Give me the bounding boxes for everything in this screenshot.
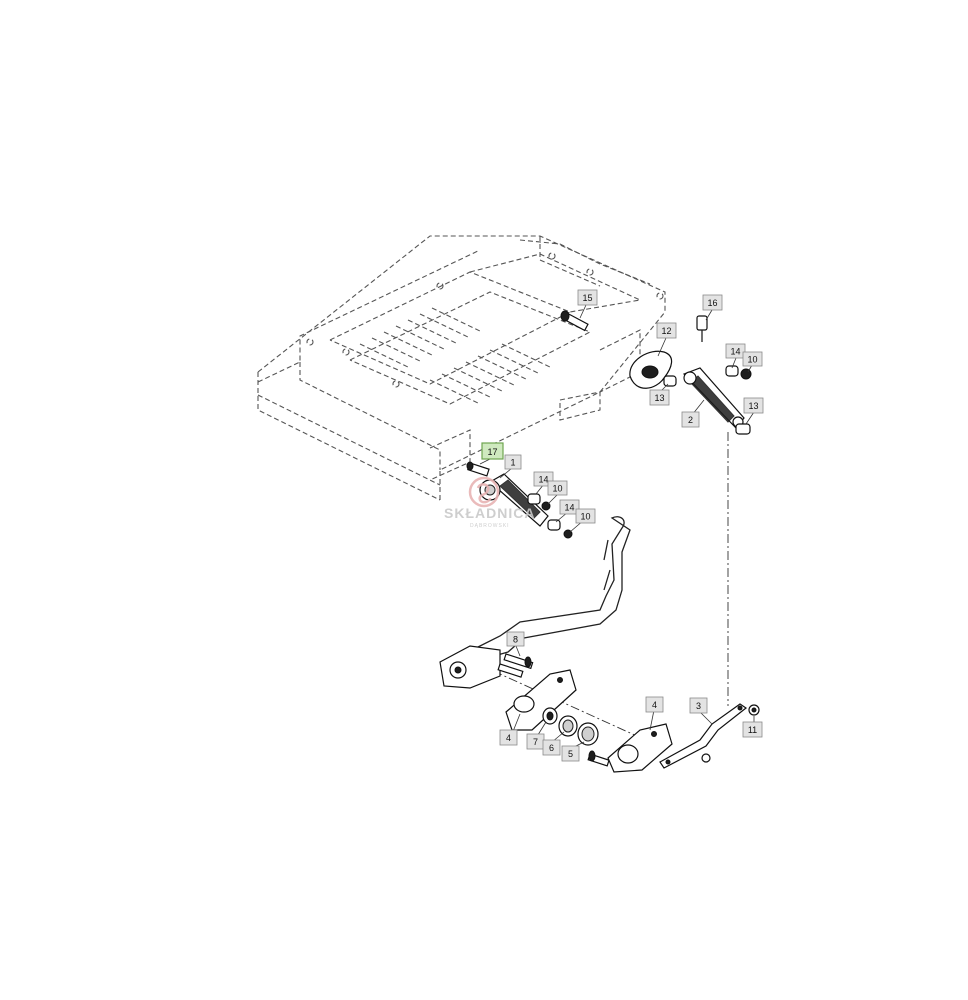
svg-text:4: 4 <box>652 700 657 710</box>
arm-2 <box>682 367 745 429</box>
callout-13a: 13 <box>649 389 670 406</box>
nut-11 <box>748 704 760 716</box>
bolt-16 <box>696 315 708 342</box>
svg-text:12: 12 <box>661 326 671 336</box>
cam-plate-12 <box>629 350 673 389</box>
svg-text:14: 14 <box>730 347 740 357</box>
bearing-5 <box>577 722 599 746</box>
lower-lever-assembly <box>439 516 760 773</box>
svg-text:10: 10 <box>552 484 562 494</box>
bushing-14b <box>527 493 541 505</box>
callout-7: 7 <box>526 733 545 750</box>
watermark-sub: DĄBROWSKI <box>470 523 510 529</box>
bolt-8 <box>497 653 534 678</box>
callout-11: 11 <box>742 721 763 738</box>
svg-text:7: 7 <box>533 737 538 747</box>
bolt-15 <box>560 310 589 332</box>
callout-17-highlighted: 17 <box>481 442 504 460</box>
callout-4b: 4 <box>645 696 664 713</box>
callout-14c: 14 <box>559 499 580 515</box>
nut-10a <box>740 368 752 380</box>
pivot-centerline <box>477 663 651 743</box>
svg-text:8: 8 <box>513 635 518 645</box>
svg-text:6: 6 <box>549 743 554 753</box>
svg-text:2: 2 <box>688 415 693 425</box>
arm-1 <box>479 473 549 527</box>
callout-10c: 10 <box>575 508 596 524</box>
bolt-17 <box>466 461 490 477</box>
bushing-14a <box>725 365 739 377</box>
svg-text:1: 1 <box>510 458 515 468</box>
callout-15: 15 <box>577 289 598 306</box>
svg-text:13: 13 <box>748 401 758 411</box>
bolt-lower <box>587 750 610 767</box>
bearing-6 <box>558 715 578 737</box>
callout-2: 2 <box>681 411 700 428</box>
link-3 <box>659 703 748 769</box>
svg-text:15: 15 <box>582 293 592 303</box>
callout-10a: 10 <box>742 351 763 367</box>
plate-4-right <box>607 723 673 773</box>
watermark: SKŁADNICA DĄBROWSKI <box>444 476 535 529</box>
svg-text:14: 14 <box>564 503 574 513</box>
callout-1: 1 <box>504 454 522 470</box>
callout-8: 8 <box>506 631 525 647</box>
bushing-13b <box>735 423 751 435</box>
svg-text:16: 16 <box>707 298 717 308</box>
svg-text:3: 3 <box>696 701 701 711</box>
callout-12: 12 <box>656 322 677 339</box>
svg-text:10: 10 <box>580 512 590 522</box>
callouts: 15 12 16 14 10 13 2 13 17 1 14 10 14 10 … <box>481 289 764 762</box>
svg-text:13: 13 <box>654 393 664 403</box>
svg-text:17: 17 <box>487 447 497 457</box>
watermark-s-mark <box>476 483 492 504</box>
svg-text:11: 11 <box>748 725 757 735</box>
callout-3: 3 <box>689 697 708 714</box>
chassis-frame-outline <box>257 235 666 501</box>
callout-13b: 13 <box>743 397 764 414</box>
bushing-14c <box>547 519 561 531</box>
callout-4a: 4 <box>499 729 518 746</box>
watermark-logo-icon <box>468 476 500 508</box>
watermark-brand: SKŁADNICA <box>444 505 535 521</box>
callout-10b: 10 <box>547 480 568 496</box>
upper-right-assembly <box>560 310 752 435</box>
svg-text:10: 10 <box>747 355 757 365</box>
svg-text:4: 4 <box>506 733 511 743</box>
svg-text:14: 14 <box>538 475 548 485</box>
bushing-13a <box>663 375 677 387</box>
callout-14a: 14 <box>725 343 746 359</box>
left-middle-assembly <box>466 461 573 539</box>
callout-16: 16 <box>702 294 723 311</box>
callout-5: 5 <box>561 745 580 762</box>
svg-text:5: 5 <box>568 749 573 759</box>
nut-lower <box>701 753 711 763</box>
callout-6: 6 <box>542 739 561 756</box>
